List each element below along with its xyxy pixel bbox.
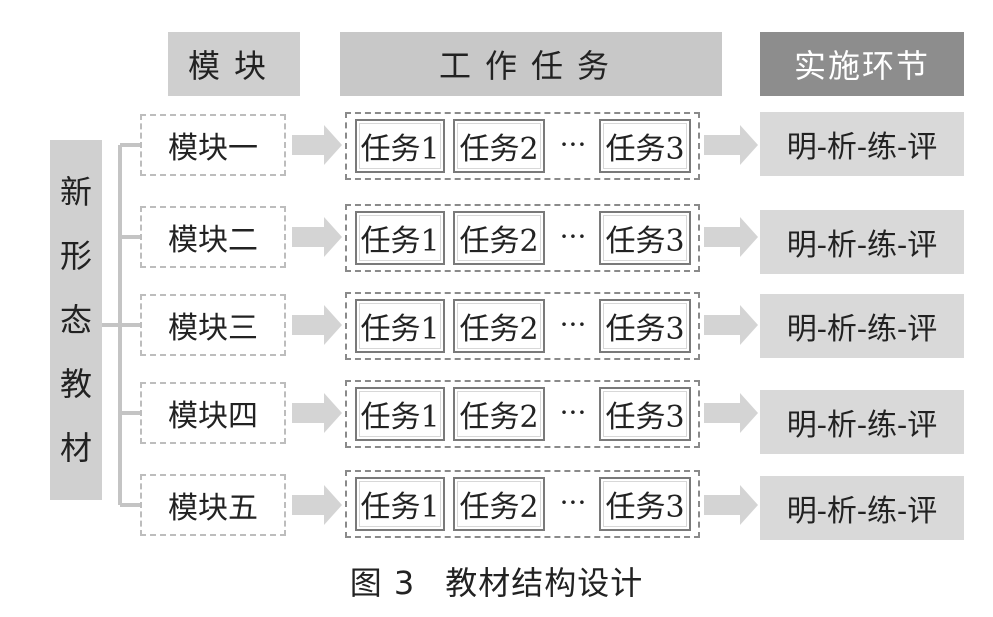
header-implementation: 实施环节 (760, 32, 964, 96)
module-box: 模块五 (140, 474, 286, 536)
task-box: 任务2 (453, 119, 545, 173)
root-char: 教 (59, 365, 92, 403)
figure-caption: 图 3 教材结构设计 (0, 558, 993, 604)
task-box: 任务1 (355, 119, 445, 173)
task-box: 任务3 (599, 477, 691, 531)
task-box: 任务2 (453, 211, 545, 265)
figure-title: 教材结构设计 (445, 564, 644, 602)
module-box: 模块三 (140, 294, 286, 356)
root-new-textbook: 新 形 态 教 材 (50, 140, 102, 500)
task-box: 任务2 (453, 387, 545, 441)
task-group: 任务1 任务2 ··· 任务3 (345, 292, 700, 360)
module-box: 模块二 (140, 206, 286, 268)
task-box: 任务3 (599, 119, 691, 173)
root-char: 新 (59, 173, 92, 211)
implementation-box: 明-析-练-评 (760, 210, 964, 274)
task-box: 任务1 (355, 477, 445, 531)
task-box: 任务3 (599, 211, 691, 265)
ellipsis: ··· (559, 220, 587, 253)
root-char: 态 (59, 301, 92, 339)
arrow-module-to-tasks (292, 125, 342, 165)
root-char: 材 (59, 429, 92, 467)
task-box: 任务1 (355, 211, 445, 265)
arrow-tasks-to-implementation (704, 217, 758, 257)
arrow-module-to-tasks (292, 393, 342, 433)
root-char: 形 (59, 237, 92, 275)
task-group: 任务1 任务2 ··· 任务3 (345, 204, 700, 272)
arrow-module-to-tasks (292, 485, 342, 525)
implementation-box: 明-析-练-评 (760, 112, 964, 176)
ellipsis: ··· (559, 308, 587, 341)
ellipsis: ··· (559, 486, 587, 519)
implementation-box: 明-析-练-评 (760, 476, 964, 540)
task-group: 任务1 任务2 ··· 任务3 (345, 380, 700, 448)
implementation-box: 明-析-练-评 (760, 294, 964, 358)
task-box: 任务1 (355, 299, 445, 353)
arrow-tasks-to-implementation (704, 393, 758, 433)
task-box: 任务3 (599, 299, 691, 353)
arrow-tasks-to-implementation (704, 125, 758, 165)
task-group: 任务1 任务2 ··· 任务3 (345, 112, 700, 180)
task-box: 任务1 (355, 387, 445, 441)
figure-number: 图 3 (349, 564, 416, 602)
header-work-tasks: 工作任务 (340, 32, 722, 96)
arrow-tasks-to-implementation (704, 305, 758, 345)
module-box: 模块一 (140, 114, 286, 176)
arrow-tasks-to-implementation (704, 485, 758, 525)
header-module: 模块 (168, 32, 300, 96)
module-box: 模块四 (140, 382, 286, 444)
task-box: 任务3 (599, 387, 691, 441)
ellipsis: ··· (559, 396, 587, 429)
arrow-module-to-tasks (292, 217, 342, 257)
task-group: 任务1 任务2 ··· 任务3 (345, 470, 700, 538)
arrow-module-to-tasks (292, 305, 342, 345)
implementation-box: 明-析-练-评 (760, 390, 964, 454)
task-box: 任务2 (453, 477, 545, 531)
task-box: 任务2 (453, 299, 545, 353)
ellipsis: ··· (559, 128, 587, 161)
